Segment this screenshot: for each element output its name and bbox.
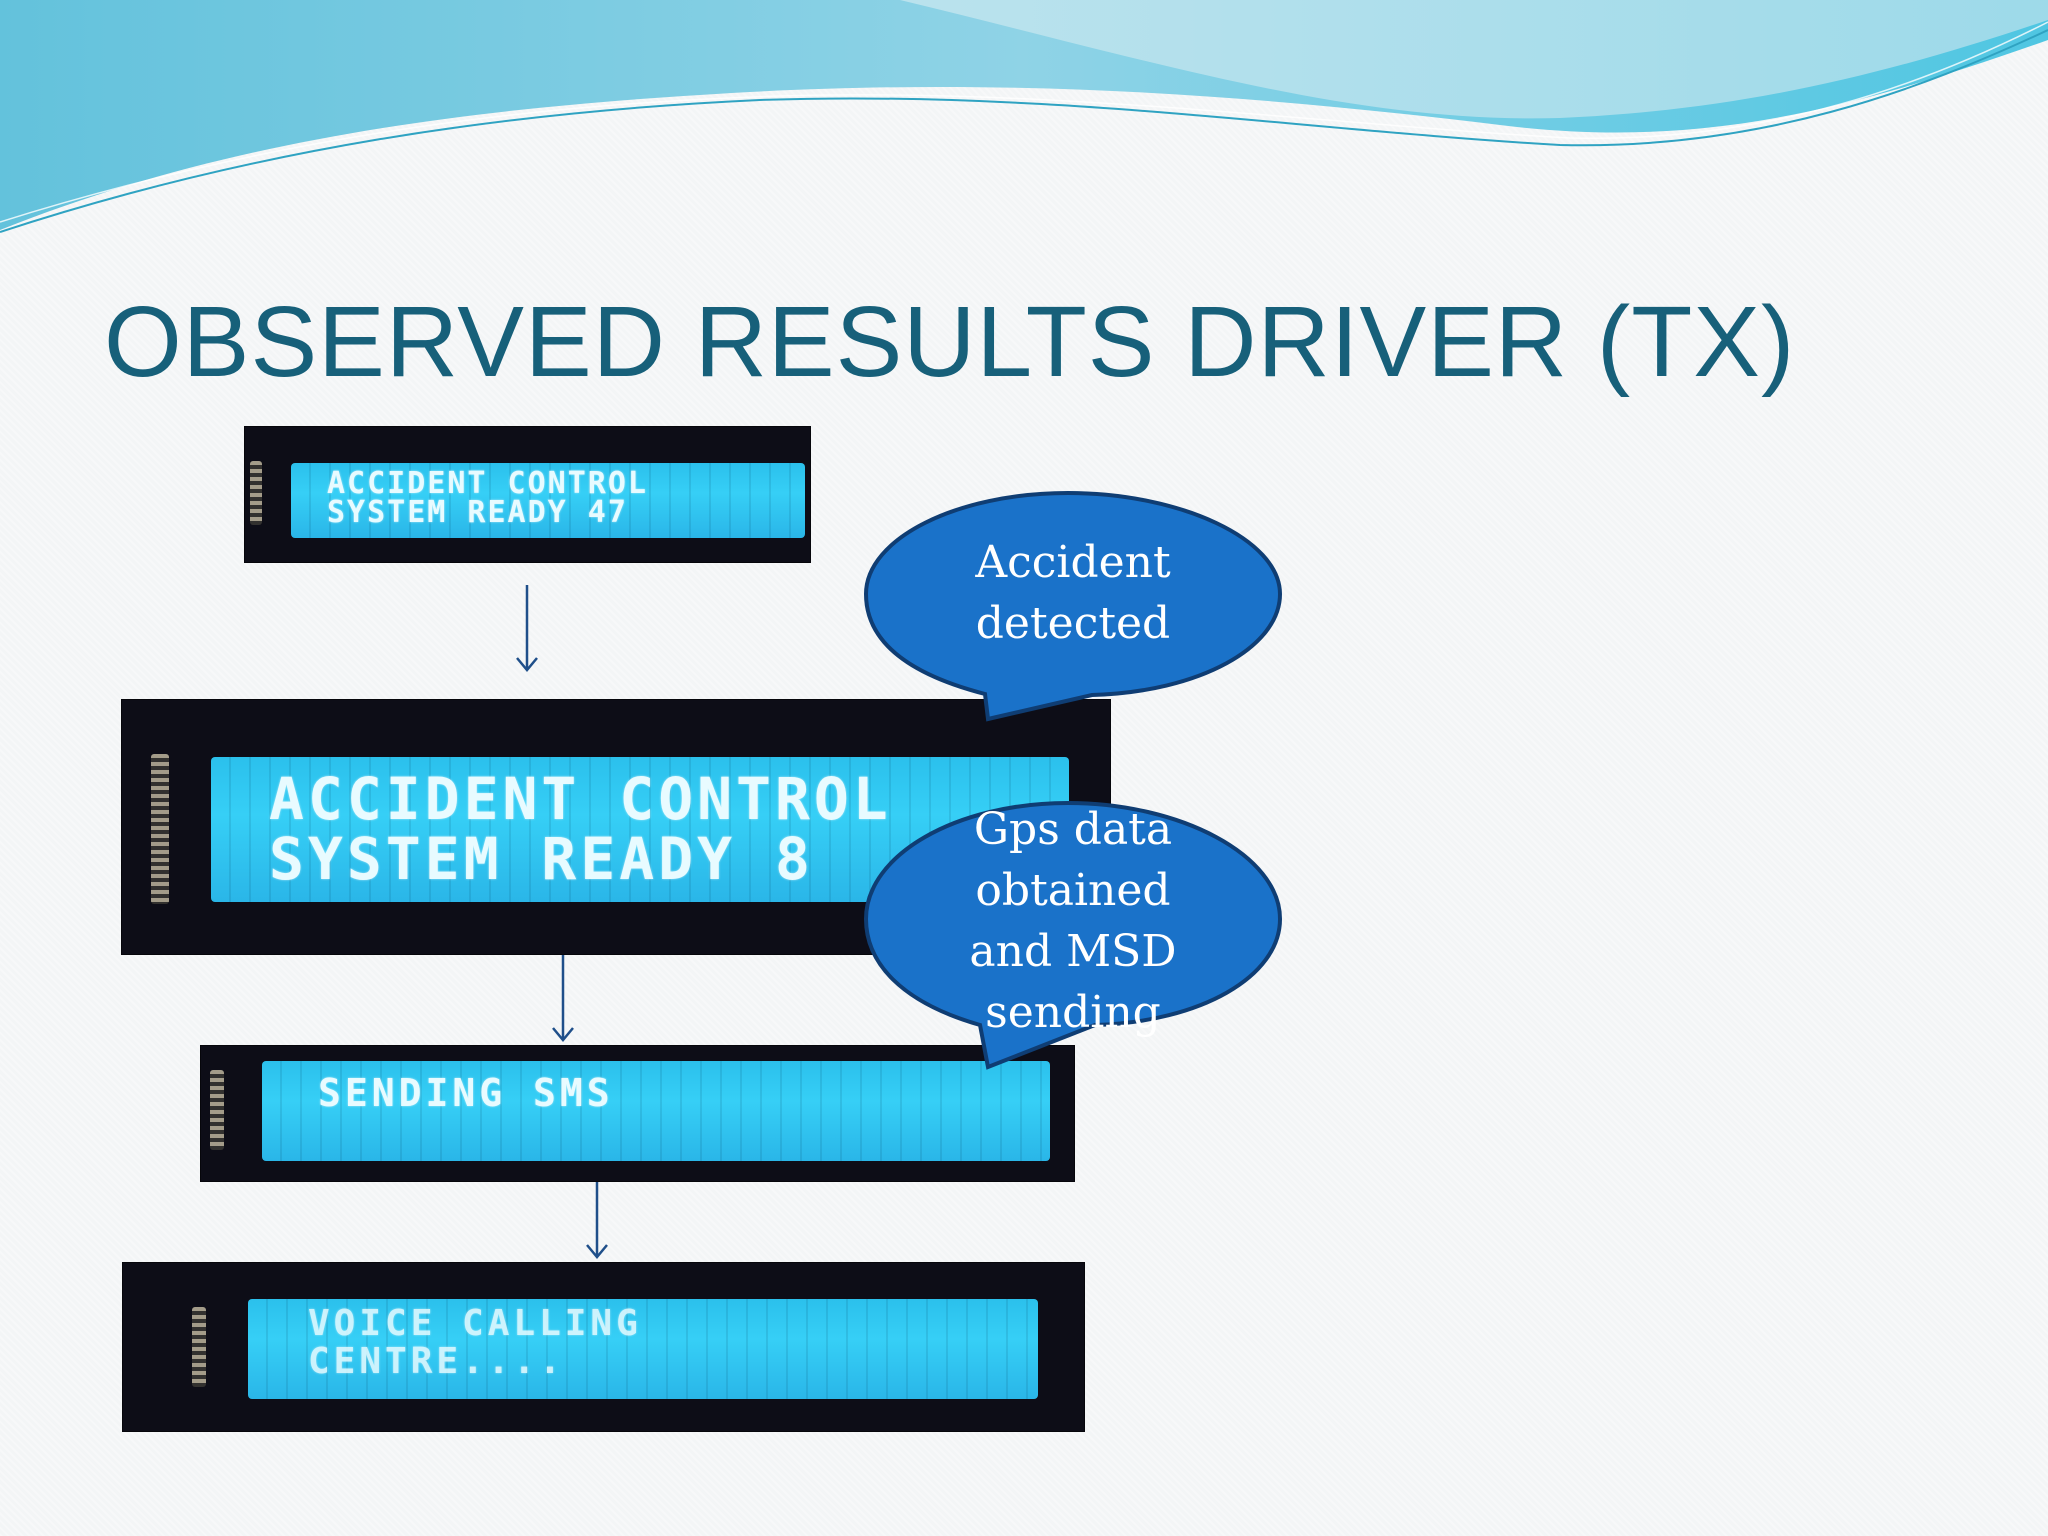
lcd-display: SENDING SMS bbox=[262, 1061, 1050, 1161]
lcd-pins bbox=[210, 1070, 224, 1150]
lcd-line-1: SENDING SMS bbox=[318, 1071, 614, 1115]
lcd-line-1: ACCIDENT CONTROL bbox=[327, 466, 648, 501]
slide-title: OBSERVED RESULTS DRIVER (TX) bbox=[104, 286, 1796, 398]
header-wave-decoration bbox=[0, 0, 2048, 233]
flow-arrow-1 bbox=[516, 585, 538, 672]
lcd-line-2: CENTRE.... bbox=[308, 1341, 565, 1382]
lcd-display: ACCIDENT CONTROL SYSTEM READY 47 bbox=[291, 463, 805, 538]
callout-text-gps-msd: Gps data obtained and MSD sending bbox=[918, 799, 1228, 1043]
callout-line: Accident bbox=[975, 537, 1171, 588]
callout-line: Gps data bbox=[973, 804, 1173, 855]
lcd-screen-ready-47: ACCIDENT CONTROL SYSTEM READY 47 bbox=[244, 426, 811, 563]
lcd-screen-voice-calling: VOICE CALLING CENTRE.... bbox=[122, 1262, 1085, 1432]
callout-line: detected bbox=[975, 598, 1171, 649]
lcd-pins bbox=[192, 1307, 206, 1387]
lcd-line-1: ACCIDENT CONTROL bbox=[269, 765, 892, 833]
callout-text-accident-detected: Accident detected bbox=[918, 532, 1228, 654]
lcd-line-2: SYSTEM READY 8 bbox=[269, 825, 814, 893]
lcd-display: VOICE CALLING CENTRE.... bbox=[248, 1299, 1038, 1399]
lcd-screen-sending-sms: SENDING SMS bbox=[200, 1045, 1075, 1182]
lcd-pins bbox=[151, 754, 169, 904]
callout-bubble-gps-msd bbox=[863, 800, 1283, 1070]
callout-bubble-accident-detected bbox=[863, 490, 1283, 722]
lcd-display: ACCIDENT CONTROL SYSTEM READY 8 bbox=[211, 757, 1069, 902]
lcd-line-1: VOICE CALLING bbox=[308, 1303, 642, 1344]
callout-line: obtained bbox=[975, 865, 1171, 916]
lcd-pins bbox=[250, 461, 262, 525]
flow-arrow-3 bbox=[586, 1182, 608, 1259]
callout-line: sending bbox=[985, 987, 1161, 1038]
callout-line: and MSD bbox=[969, 926, 1177, 977]
lcd-line-2: SYSTEM READY 47 bbox=[327, 495, 628, 530]
flow-arrow-2 bbox=[552, 955, 574, 1042]
